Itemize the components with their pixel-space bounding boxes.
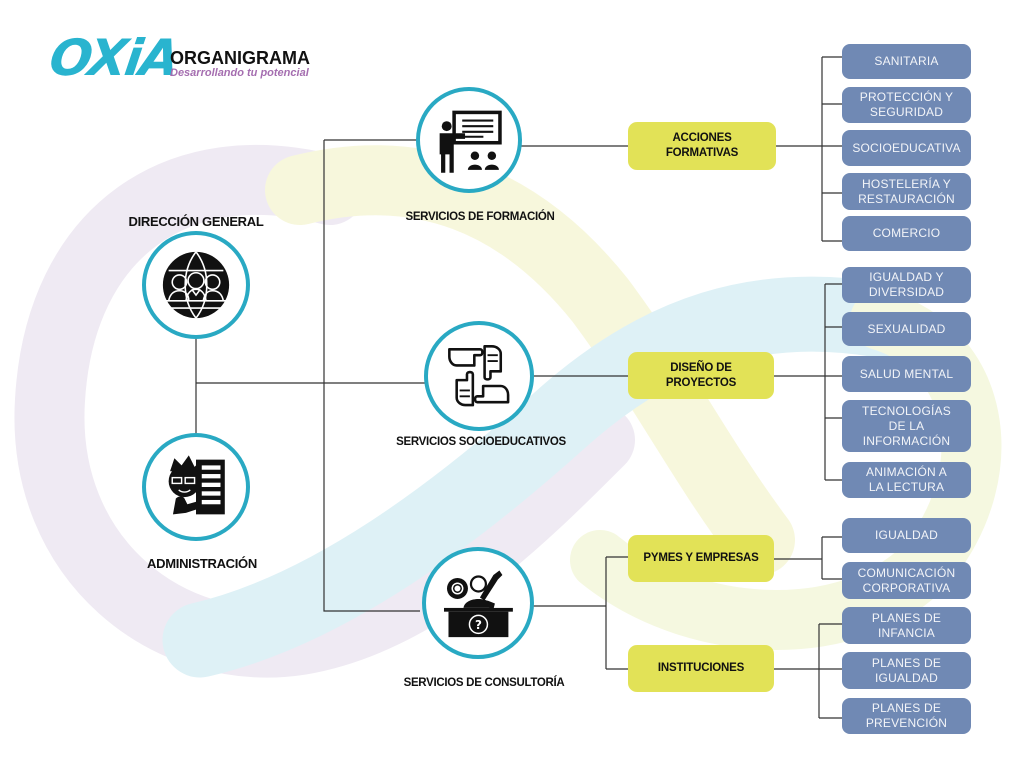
page-title: ORGANIGRAMA — [170, 48, 310, 68]
administracion-label: ADMINISTRACIÓN — [147, 556, 257, 571]
consultant-desk-icon: ? — [443, 570, 513, 637]
area-instituciones[interactable]: INSTITUCIONES — [628, 645, 774, 692]
svg-text:?: ? — [475, 617, 482, 631]
direccion-general-label: DIRECCIÓN GENERAL — [128, 214, 264, 229]
instituciones-branch — [774, 623, 842, 719]
direccion-general-node[interactable] — [142, 231, 250, 339]
item-planes-prevencion[interactable]: PLANES DE PREVENCIÓN — [842, 698, 971, 734]
item-igualdad-diversidad[interactable]: IGUALDAD Y DIVERSIDAD — [842, 267, 971, 303]
admin-server-icon — [168, 455, 225, 515]
servicios-formacion-label: SERVICIOS DE FORMACIÓN — [405, 211, 555, 223]
item-planes-igualdad[interactable]: PLANES DE IGUALDAD — [842, 652, 971, 689]
area-acciones-formativas[interactable]: ACCIONES FORMATIVAS — [628, 122, 776, 170]
item-sanitaria[interactable]: SANITARIA — [842, 44, 971, 79]
joined-hands-icon — [448, 345, 510, 407]
infinity-cross-band — [162, 276, 918, 678]
oxia-logo: OXiA — [45, 29, 182, 87]
servicios-socioeducativos-label: SERVICIOS SOCIOEDUCATIVOS — [396, 436, 566, 448]
item-comercio[interactable]: COMERCIO — [842, 216, 971, 251]
item-socioeducativa[interactable]: SOCIOEDUCATIVA — [842, 130, 971, 166]
item-hosteleria-restauracion[interactable]: HOSTELERÍA Y RESTAURACIÓN — [842, 173, 971, 210]
leadership-connector — [195, 336, 430, 436]
acciones-branch — [776, 56, 842, 242]
area-pymes-empresas[interactable]: PYMES Y EMPRESAS — [628, 535, 774, 582]
item-igualdad[interactable]: IGUALDAD — [842, 518, 971, 553]
pymes-branch — [774, 536, 842, 580]
area-diseno-proyectos[interactable]: DISEÑO DE PROYECTOS — [628, 352, 774, 399]
servicios-consultoria-node[interactable]: ? — [422, 547, 534, 659]
teacher-presentation-icon — [439, 110, 502, 173]
servicios-socioeducativos-node[interactable] — [424, 321, 534, 431]
administracion-node[interactable] — [142, 433, 250, 541]
global-team-icon — [162, 251, 230, 319]
services-trunk — [323, 139, 420, 612]
diseno-branch — [774, 283, 842, 481]
servicios-consultoria-label: SERVICIOS DE CONSULTORÍA — [403, 677, 565, 689]
item-planes-infancia[interactable]: PLANES DE INFANCIA — [842, 607, 971, 644]
item-proteccion-seguridad[interactable]: PROTECCIÓN Y SEGURIDAD — [842, 87, 971, 123]
consult-connector — [528, 556, 628, 670]
item-sexualidad[interactable]: SEXUALIDAD — [842, 312, 971, 346]
item-animacion-lectura[interactable]: ANIMACIÓN A LA LECTURA — [842, 462, 971, 498]
infinity-top-band — [265, 145, 795, 575]
servicios-formacion-node[interactable] — [416, 87, 522, 193]
page-subtitle: Desarrollando tu potencial — [170, 67, 309, 79]
item-comunicacion-corporativa[interactable]: COMUNICACIÓN CORPORATIVA — [842, 562, 971, 599]
item-tecnologias-informacion[interactable]: TECNOLOGÍAS DE LA INFORMACIÓN — [842, 400, 971, 452]
item-salud-mental[interactable]: SALUD MENTAL — [842, 356, 971, 392]
